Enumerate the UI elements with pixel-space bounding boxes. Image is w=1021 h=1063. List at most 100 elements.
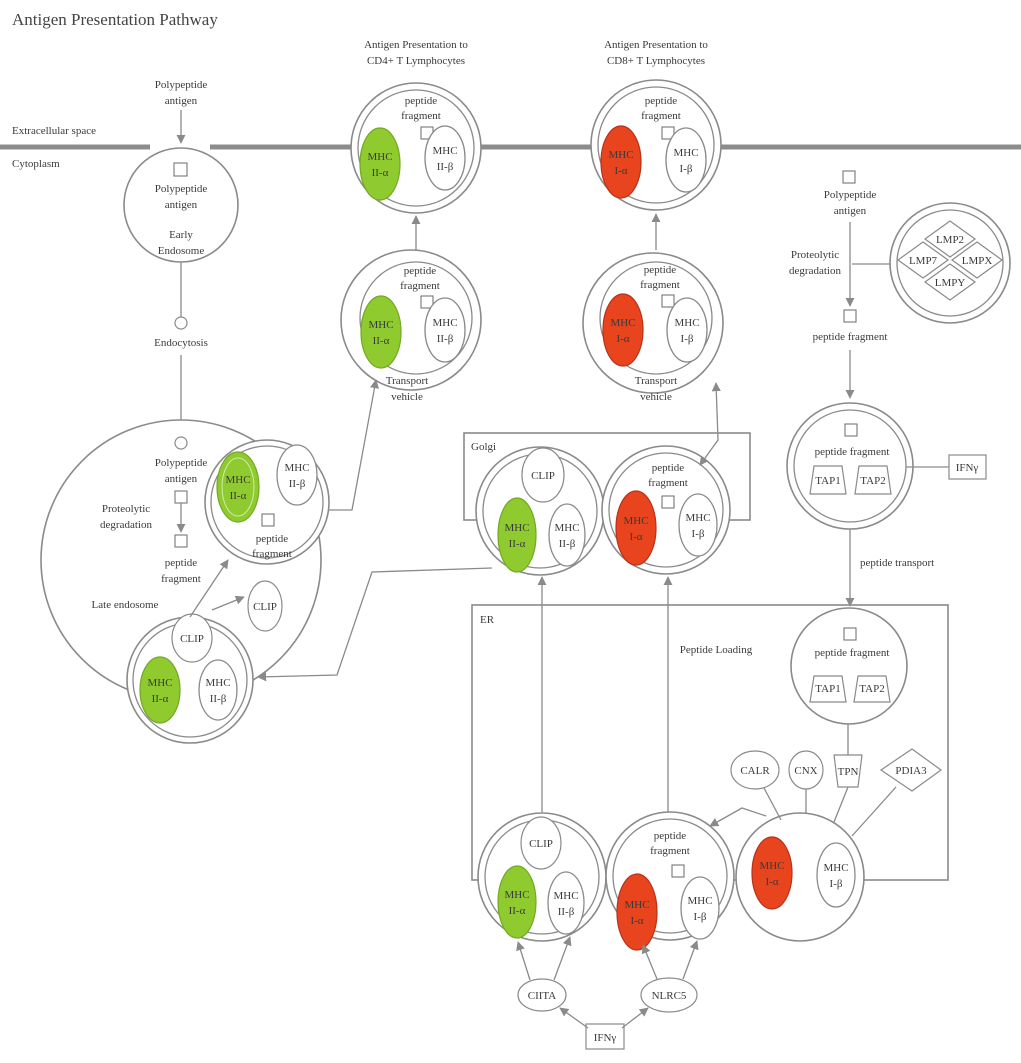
transport-vehicle-label: Transport (386, 375, 428, 387)
pdia3-label: PDIA3 (895, 765, 927, 777)
mhc-i-beta (665, 127, 707, 193)
arrow (699, 382, 721, 466)
mhc-i-beta-label: MHC (674, 317, 699, 329)
peptide-square (661, 495, 675, 509)
mhc-i-alpha-label: MHC (610, 317, 635, 329)
proteolytic-degradation-label: Proteolytic (791, 249, 839, 261)
early-endosome-antigen-label: antigen (165, 199, 198, 211)
tap2-label: TAP2 (860, 475, 885, 487)
peptide-square (661, 126, 675, 140)
arrow (211, 595, 245, 611)
mhc-i-alpha-label: I-α (765, 876, 778, 888)
clip-label: CLIP (253, 601, 277, 613)
tap1-node (809, 465, 847, 495)
clip-bound (521, 447, 565, 503)
mhc-ii-beta-label: II-β (559, 538, 576, 550)
mhc-ii-beta (548, 503, 586, 567)
endocytosis-label: Endocytosis (154, 337, 208, 349)
early-endosome-antigen-label: Polypeptide (155, 183, 208, 195)
clip-label: CLIP (531, 470, 555, 482)
proteolytic-degradation-label: degradation (789, 265, 841, 277)
mhc-ii-beta-label: MHC (554, 522, 579, 534)
arrow (559, 1007, 589, 1029)
cd8-presentation-header: CD8+ T Lymphocytes (607, 55, 705, 67)
peptide-fragment-label: fragment (650, 845, 690, 857)
cd8-presentation-header: Antigen Presentation to (604, 39, 708, 51)
mhc-i-alpha-label: MHC (759, 860, 784, 872)
tpn-node (833, 754, 863, 788)
mhc-ii-beta-label: II-β (437, 161, 454, 173)
mhc-ii-beta-label: MHC (432, 145, 457, 157)
mhc-i-alpha-label: MHC (624, 899, 649, 911)
peptide-fragment-label: fragment (400, 280, 440, 292)
mhc-i-alpha-label: I-α (630, 915, 643, 927)
mhc-i-alpha (602, 293, 644, 367)
tap1-node (809, 675, 847, 703)
cytosolic-peptide-fragment-label: peptide fragment (813, 331, 888, 343)
cytosolic-antigen-label: antigen (834, 205, 867, 217)
cd4-presentation-header: Antigen Presentation to (364, 39, 468, 51)
calr-label: CALR (740, 765, 770, 777)
tap2-node (853, 675, 891, 703)
tap-peptide-fragment-label: peptide fragment (815, 446, 890, 458)
transport-vehicle-label: vehicle (640, 391, 672, 403)
antigen-square (173, 162, 188, 177)
lmp2-label: LMP2 (936, 234, 964, 246)
mhc-ii-alpha-label: MHC (367, 151, 392, 163)
arrow (189, 559, 229, 618)
peptide-square (661, 294, 675, 308)
cytoplasm-label: Cytoplasm (12, 158, 60, 170)
mhc-i-beta-label: MHC (687, 895, 712, 907)
mhc-i-beta-label: I-β (680, 163, 693, 175)
proteolytic-degradation-label: Proteolytic (102, 503, 150, 515)
peptide-fragment-label: peptide (256, 533, 288, 545)
peptide-transport-label: peptide transport (860, 557, 934, 569)
peptide-fragment-label: peptide (644, 264, 676, 276)
ifng-node-right (948, 454, 987, 480)
mhc-ii-beta (424, 297, 466, 363)
mhc-i-alpha-label: I-α (616, 333, 629, 345)
late-peptide-fragment-label: fragment (161, 573, 201, 585)
antigen-square (842, 170, 856, 184)
mhc-ii-beta-label: MHC (284, 462, 309, 474)
node-circle (174, 316, 188, 330)
mhc-ii-alpha-label: II-α (509, 538, 526, 550)
mhc-i-beta (678, 493, 718, 557)
lmpy-label: LMPY (935, 277, 966, 289)
mhc-ii-beta-label: II-β (289, 478, 306, 490)
nlrc5-label: NLRC5 (652, 990, 687, 1002)
peptide-square (843, 309, 857, 323)
mhc-ii-beta (276, 444, 318, 506)
mhc-i-beta-label: MHC (685, 512, 710, 524)
cd4-presentation-header: CD4+ T Lymphocytes (367, 55, 465, 67)
lmp7-label: LMP7 (909, 255, 938, 267)
clip-label: CLIP (529, 838, 553, 850)
clip-label: CLIP (180, 633, 204, 645)
arrow (329, 379, 379, 511)
mhc-i-alpha-label: I-α (614, 165, 627, 177)
nlrc5-node (640, 977, 698, 1013)
er-label: ER (480, 614, 495, 626)
connector (833, 786, 849, 823)
lmpx-label: LMPX (962, 255, 993, 267)
arrow (682, 940, 699, 980)
mhc-ii-alpha (497, 497, 537, 573)
arrow (553, 936, 572, 981)
clip-bound (520, 816, 562, 870)
peptide-fragment-label: peptide (645, 95, 677, 107)
mhc-i-beta (666, 297, 708, 363)
lmpy-node (923, 263, 977, 301)
cnx-label: CNX (794, 765, 817, 777)
diagram-title: Antigen Presentation Pathway (12, 10, 218, 29)
mhc-ii-alpha-label: II-α (152, 693, 169, 705)
mhc-ii-alpha-label: MHC (225, 474, 250, 486)
mhc-ii-alpha (359, 127, 401, 201)
mhc-i-beta-label: MHC (823, 862, 848, 874)
mhc-i-alpha (600, 125, 642, 199)
node-circle (174, 436, 188, 450)
pdia3-node (879, 748, 943, 792)
peptide-square (420, 295, 434, 309)
mhc-i-alpha (615, 490, 657, 566)
er-peptide-fragment-label: peptide fragment (815, 647, 890, 659)
lmpx-node (950, 241, 1004, 279)
